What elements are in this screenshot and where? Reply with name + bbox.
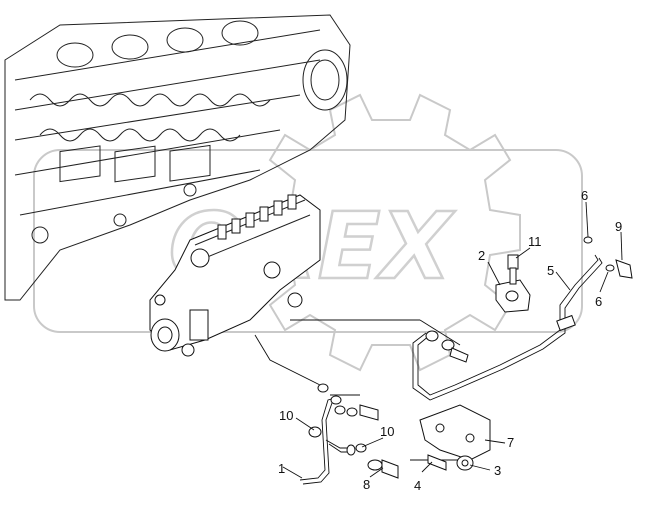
fuel-pipe-1: [299, 395, 356, 485]
callout-6b: 6: [595, 294, 602, 309]
callout-1: 1: [278, 461, 285, 476]
callout-6a: 6: [581, 188, 588, 203]
mounting-bracket: [419, 404, 491, 471]
callout-9: 9: [615, 219, 622, 234]
gasket-washers: [583, 236, 615, 272]
callout-10b: 10: [380, 424, 394, 439]
callout-leaders: [282, 201, 623, 479]
banjo-bolt: [615, 259, 633, 279]
clamp-bolt: [507, 254, 519, 285]
fuel-pipe-5: [412, 254, 603, 401]
callout-numbers: 1 2 3 4 5 6 6 7 8 9 10 10 11: [278, 188, 622, 493]
callout-3: 3: [494, 463, 501, 478]
callout-5: 5: [547, 263, 554, 278]
washer-and-bolt-set: [308, 383, 399, 479]
pipe-clamp: [495, 279, 531, 313]
callout-8: 8: [363, 477, 370, 492]
callout-7: 7: [507, 435, 514, 450]
callout-2: 2: [478, 248, 485, 263]
callout-10a: 10: [279, 408, 293, 423]
engine-block: [4, 14, 351, 301]
injection-pump: [149, 194, 321, 357]
delivery-valves: [217, 194, 297, 240]
callout-11: 11: [528, 234, 542, 249]
callout-4: 4: [414, 478, 421, 493]
